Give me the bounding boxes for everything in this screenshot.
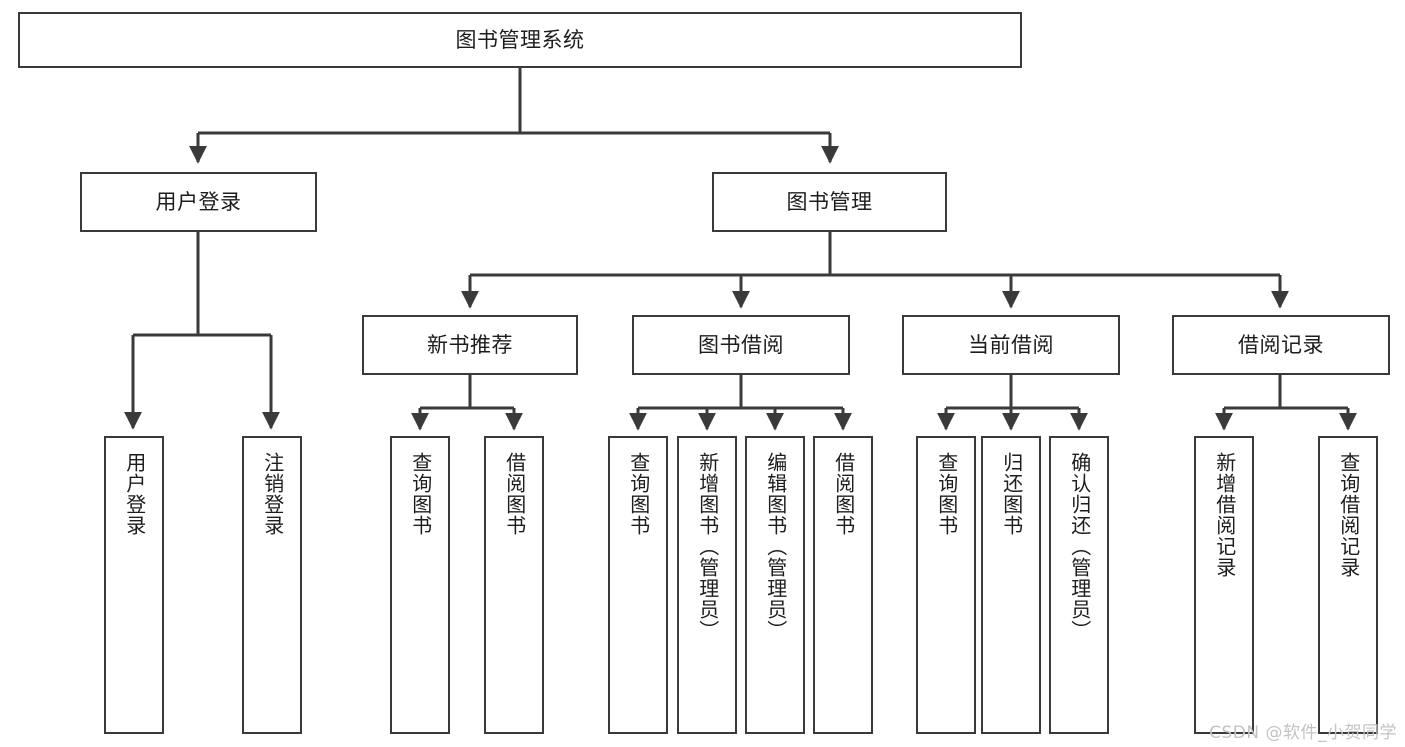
node-root-book-management-system[interactable]: 图书管理系统 (18, 12, 1022, 68)
node-current-borrow[interactable]: 当前借阅 (902, 315, 1120, 375)
leaf-user-login-signout[interactable]: 注销登录 (242, 436, 302, 734)
leaf-records-query-record[interactable]: 查询借阅记录 (1318, 436, 1378, 734)
leaf-borrow-edit-book-admin[interactable]: 编辑图书（管理员） (745, 436, 805, 734)
node-label: 归还图书 (999, 452, 1024, 536)
node-label: 查询图书 (934, 452, 959, 536)
node-label: 编辑图书（管理员） (763, 452, 788, 641)
node-label: 查询图书 (408, 452, 433, 536)
node-label: 借阅图书 (831, 452, 856, 536)
node-book-borrow[interactable]: 图书借阅 (632, 315, 850, 375)
leaf-new-book-query[interactable]: 查询图书 (390, 436, 450, 734)
leaf-new-book-borrow[interactable]: 借阅图书 (484, 436, 544, 734)
node-label: 查询借阅记录 (1336, 452, 1361, 578)
leaf-borrow-borrow-book[interactable]: 借阅图书 (813, 436, 873, 734)
leaf-current-return-book[interactable]: 归还图书 (981, 436, 1041, 734)
node-label: 借阅图书 (502, 452, 527, 536)
node-book-management[interactable]: 图书管理 (712, 172, 947, 232)
node-label: 确认归还（管理员） (1067, 452, 1092, 641)
node-new-book-recommend[interactable]: 新书推荐 (362, 315, 578, 375)
node-label: 新书推荐 (427, 332, 513, 357)
node-label: 新增借阅记录 (1212, 452, 1237, 578)
node-label: 图书管理系统 (455, 27, 585, 52)
node-label: 用户登录 (122, 452, 147, 536)
leaf-current-confirm-return-admin[interactable]: 确认归还（管理员） (1049, 436, 1109, 734)
leaf-borrow-query-book[interactable]: 查询图书 (608, 436, 668, 734)
node-label: 图书管理 (786, 189, 873, 214)
node-borrow-records[interactable]: 借阅记录 (1172, 315, 1390, 375)
node-user-login[interactable]: 用户登录 (80, 172, 317, 232)
node-label: 借阅记录 (1238, 332, 1324, 357)
csdn-watermark: CSDN @软件_小贺同学 (1209, 723, 1397, 743)
leaf-borrow-add-book-admin[interactable]: 新增图书（管理员） (677, 436, 737, 734)
leaf-user-login-signin[interactable]: 用户登录 (104, 436, 164, 734)
leaf-records-add-record[interactable]: 新增借阅记录 (1194, 436, 1254, 734)
node-label: 图书借阅 (698, 332, 784, 357)
node-label: 新增图书（管理员） (695, 452, 720, 641)
leaf-current-query-book[interactable]: 查询图书 (916, 436, 976, 734)
node-label: 注销登录 (260, 452, 285, 536)
node-label: 当前借阅 (968, 332, 1054, 357)
node-label: 用户登录 (155, 189, 242, 214)
node-label: 查询图书 (626, 452, 651, 536)
